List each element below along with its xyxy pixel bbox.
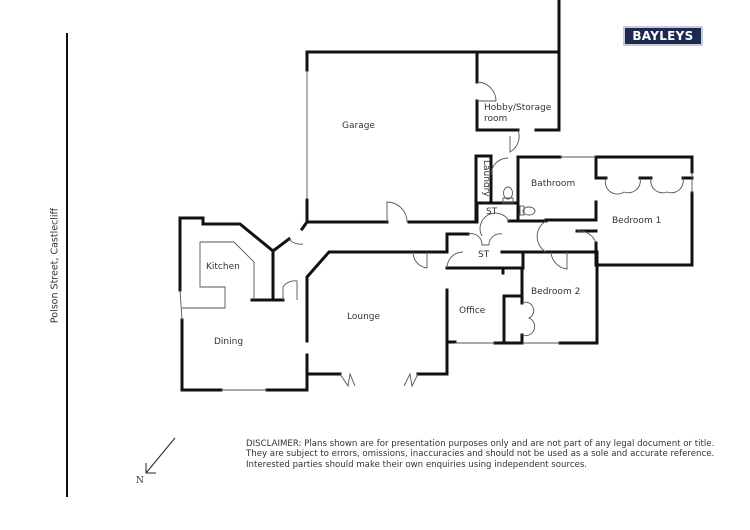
room-label-laundry: Laundry (481, 160, 491, 197)
hallway-walls (413, 219, 598, 270)
room-label-bathroom: Bathroom (531, 179, 576, 189)
room-label-dining: Dining (214, 337, 244, 347)
room-label-hobby-line1: Hobby/Storage (484, 103, 552, 113)
kitchen-counter (200, 241, 255, 300)
room-label-garage: Garage (342, 121, 375, 131)
garage-walls (305, 50, 479, 224)
bedroom1-walls (575, 155, 694, 267)
street-label: Polson Street, Castlecliff (49, 207, 61, 324)
room-label-bedroom1: Bedroom 1 (612, 216, 662, 226)
office-bedroom2-walls (445, 250, 607, 372)
north-label: N (136, 476, 144, 486)
garage-door-swing (386, 201, 408, 223)
living-walls (178, 216, 449, 392)
room-label-st-upper: ST (486, 207, 498, 217)
laundry-bathroom-walls (474, 154, 598, 224)
room-label-st-lower: ST (478, 250, 490, 260)
bayleys-logo: BAYLEYS (623, 26, 703, 46)
room-label-lounge: Lounge (347, 312, 381, 322)
north-arrow-icon (145, 437, 176, 474)
hobby-storage-walls (475, 0, 561, 132)
room-label-bedroom2: Bedroom 2 (531, 287, 581, 297)
room-label-hobby-line2: room (484, 114, 508, 124)
logo-text: BAYLEYS (632, 29, 694, 43)
room-label-kitchen: Kitchen (206, 262, 240, 272)
disclaimer-text: DISCLAIMER: Plans shown are for presenta… (246, 439, 715, 470)
room-label-office: Office (459, 306, 486, 316)
